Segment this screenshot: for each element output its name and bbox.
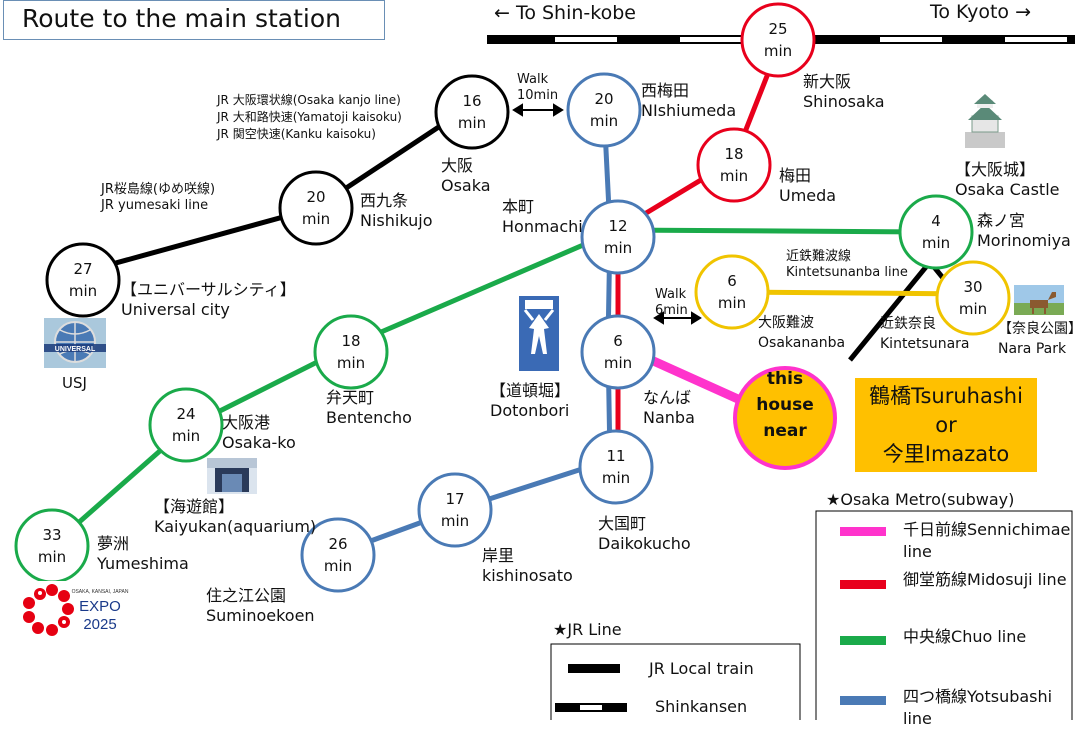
mins-osakako: 24 min <box>171 405 201 445</box>
legend-swatch-2 <box>840 636 886 645</box>
mins-osakanamba: 6 min <box>717 272 747 312</box>
mins-nishiumeda: 20 min <box>589 90 619 130</box>
station-circle-nishiumeda <box>566 72 642 148</box>
station-circle-nanba <box>580 314 656 390</box>
station-circle-shinosaka <box>740 2 816 78</box>
legend-chuo: 中央線Chuo line <box>903 627 1027 646</box>
legend-swatch-0 <box>840 527 886 536</box>
legend-sennichimae: 千日前線Sennichimae line <box>903 520 1071 561</box>
metro-legend-title: ★Osaka Metro(subway) <box>826 490 1015 509</box>
legend-swatch-1 <box>840 580 886 589</box>
station-circle-morinomiya <box>898 194 974 270</box>
mins-shinosaka: 25 min <box>763 20 793 60</box>
station-circle-osakanamba <box>694 254 770 330</box>
usj-globe-icon: UNIVERSAL <box>44 318 106 368</box>
legend-midosuji: 御堂筋線Midosuji line <box>903 570 1067 589</box>
legend-yotsubashi: 四つ橋線Yotsubashi line <box>903 687 1053 728</box>
station-circle-daikokucho <box>578 429 654 505</box>
station-circle-osaka <box>434 74 510 150</box>
station-circle-osakako <box>148 387 224 463</box>
label-nara-park: 【奈良公園】Nara Park <box>998 321 1080 357</box>
station-circle-universal <box>45 242 121 318</box>
expo-2025-logo: OSAKA, KANSAI, JAPAN EXPO 2025 <box>20 581 134 641</box>
metro-legend-swatches <box>840 527 886 705</box>
walk-arrow-nishiumeda <box>512 103 564 117</box>
walk-arrow-nanba <box>653 311 702 325</box>
label-dotonbori: 【道頓堀】Dotonbori <box>490 381 571 420</box>
label-jr-osaka-lines: JR 大阪環状線(Osaka kanjo line)JR 大和路快速(Yamat… <box>217 93 402 141</box>
legend-shinkansen: Shinkansen <box>655 697 748 716</box>
station-circle-suminoekoen <box>300 517 376 593</box>
jr-legend-title: ★JR Line <box>553 620 622 639</box>
station-circle-honmachi <box>580 199 656 275</box>
house-circle <box>733 366 837 470</box>
mins-yumeshima: 33 min <box>37 526 67 566</box>
mins-morinomiya: 4 min <box>921 212 951 252</box>
dest-shinkobe: ← To Shin-kobe <box>494 2 636 24</box>
metro-legend-box <box>815 510 1073 720</box>
osaka-castle-icon <box>965 94 1005 148</box>
expo-year: 2025 <box>83 616 116 633</box>
legend-jr-local: JR Local train <box>649 659 754 678</box>
label-osaka-castle: 【大阪城】Osaka Castle <box>955 160 1060 199</box>
svg-text:UNIVERSAL: UNIVERSAL <box>55 346 96 353</box>
mins-kishinosato: 17 min <box>440 490 470 530</box>
mins-umeda: 18 min <box>719 145 749 185</box>
label-universal: 【ユニバーサルシティ】Universal city <box>121 280 296 319</box>
glico-sign-icon <box>519 296 559 371</box>
mins-kintetsunara: 30 min <box>958 278 988 318</box>
label-jr-yumesaki: JR桜島線(ゆめ咲線)JR yumesaki line <box>101 182 216 213</box>
mins-honmachi: 12 min <box>603 217 633 257</box>
mins-osaka: 16 min <box>457 92 487 132</box>
label-usj: USJ <box>62 374 87 392</box>
label-kaiyukan: 【海遊館】Kaiyukan(aquarium) <box>154 497 317 536</box>
mins-suminoekoen: 26 min <box>323 535 353 575</box>
mins-daikokucho: 11 min <box>601 447 631 487</box>
station-circle-kishinosato <box>417 472 493 548</box>
station-circle-umeda <box>696 127 772 203</box>
mins-bentencho: 18 min <box>336 332 366 372</box>
kaiyukan-icon <box>207 458 257 494</box>
station-circle-kintetsunara <box>935 260 1011 336</box>
mins-nanba: 6 min <box>603 332 633 372</box>
dest-kyoto: To Kyoto → <box>930 1 1032 23</box>
nara-park-deer-icon <box>1014 285 1064 315</box>
kintetsu-line <box>731 289 974 297</box>
expo-word: EXPO <box>79 598 121 615</box>
mins-nishikujo: 20 min <box>301 188 331 228</box>
mins-universal: 27 min <box>68 260 98 300</box>
station-circle-bentencho <box>313 314 389 390</box>
legend-swatch-3 <box>840 696 886 705</box>
page-title: Route to the main station <box>3 0 385 40</box>
expo-small-text: OSAKA, KANSAI, JAPAN <box>72 589 129 595</box>
station-circle-nishikujo <box>278 170 354 246</box>
jr-legend-symbols <box>555 664 627 712</box>
